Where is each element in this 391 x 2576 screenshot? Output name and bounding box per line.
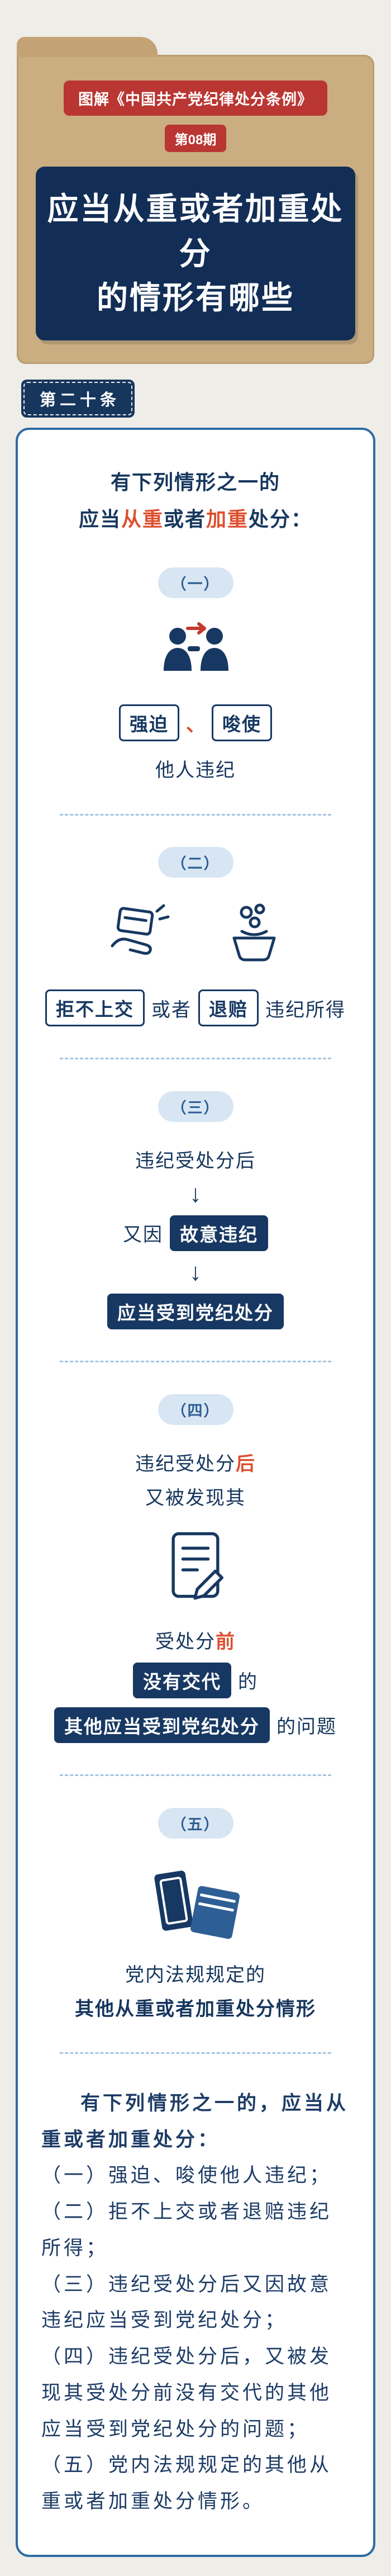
main-title: 应当从重或者加重处分 的情形有哪些: [36, 167, 355, 340]
item-one-tag-2: 唆使: [212, 704, 272, 742]
article-row: 第二十条: [0, 364, 391, 418]
header: 图解《中国共产党纪律处分条例》 第08期 应当从重或者加重处分 的情形有哪些: [0, 0, 391, 364]
intro-section: 有下列情形之一的 应当从重或者加重处分：: [41, 462, 350, 536]
item-two-mid: 或者: [151, 999, 192, 1021]
intro-line-2: 应当从重或者加重处分：: [79, 503, 312, 532]
section-divider-2: [60, 1058, 331, 1060]
content-card: 有下列情形之一的 应当从重或者加重处分： （一）: [16, 427, 375, 2557]
down-arrow-icon: ↓: [189, 1258, 202, 1286]
summary-title: 有下列情形之一的，应当从重或者加重处分：: [41, 2092, 349, 2151]
item-four-icon-wrap: [162, 1529, 229, 1607]
item-one-tags: 强迫 、 唆使: [119, 704, 272, 742]
intro-prefix: 应当: [78, 507, 121, 531]
intro-highlight-1: 从重: [121, 507, 164, 531]
item-three-step-1: 违纪受处分后: [135, 1150, 256, 1172]
issue-badge: 第08期: [164, 125, 227, 152]
summary-item-3: （三）违纪受处分后又因故意违纪应当受到党纪处分；: [41, 2273, 332, 2332]
folder: 图解《中国共产党纪律处分条例》 第08期 应当从重或者加重处分 的情形有哪些: [17, 37, 374, 364]
item-four-line-3-prefix: 受处分: [155, 1631, 216, 1652]
item-three-step-3-tag: 应当受到党纪处分: [107, 1293, 284, 1329]
item-two-badge: （二）: [158, 847, 233, 878]
item-four-line-1-highlight: 后: [236, 1453, 256, 1475]
people-coerce-icon: [164, 622, 228, 671]
section-divider-5: [60, 2052, 331, 2054]
return-money-icon: [232, 903, 276, 962]
item-one-badge: （一）: [158, 567, 233, 599]
item-three-step-2-tag: 故意违纪: [170, 1215, 268, 1251]
intro-suffix: 处分：: [249, 507, 313, 531]
item-four-line-1-prefix: 违纪受处分: [135, 1453, 236, 1475]
item-one-tag-1: 强迫: [119, 704, 179, 742]
main-title-line-2: 的情形有哪些: [97, 280, 294, 316]
item-two-tag-2: 退赔: [198, 989, 259, 1026]
item-two-section: （二）: [41, 847, 350, 1026]
summary-item-1: （一）强迫、唆使他人违纪；: [41, 2165, 332, 2187]
summary-item-5: （五）党内法规规定的其他从重或者加重处分情形。: [41, 2454, 332, 2513]
item-four-line-4: 没有交代 的: [133, 1662, 258, 1698]
item-two-tag-1: 拒不上交: [45, 989, 145, 1026]
summary-section: 有下列情形之一的，应当从重或者加重处分： （一）强迫、唆使他人违纪； （二）拒不…: [41, 2086, 350, 2520]
item-one-section: （一） 强迫 、: [41, 567, 350, 782]
item-four-line-3: 受处分前: [155, 1626, 236, 1654]
section-divider-3: [60, 1361, 331, 1363]
item-one-icons: [151, 622, 240, 683]
summary-item-2: （二）拒不上交或者退赔违纪所得；: [41, 2201, 332, 2259]
item-five-line-2: 其他从重或者加重处分情形: [75, 1998, 316, 2020]
document-pen-icon: [171, 1532, 224, 1600]
item-one-text: 他人违纪: [155, 760, 236, 782]
item-two-tags: 拒不上交 或者 退赔 违纪所得: [45, 989, 346, 1026]
item-three-step-2: 又因 故意违纪: [123, 1215, 268, 1251]
item-three-section: （三） 违纪受处分后 ↓ 又因 故意违纪 ↓ 应当受到党纪处分: [41, 1091, 350, 1329]
main-title-line-1: 应当从重或者加重处分: [47, 191, 344, 271]
intro-mid: 或者: [163, 507, 206, 531]
refuse-hand-over-icon: [111, 904, 170, 955]
item-four-line-4-suffix: 的: [238, 1671, 258, 1693]
item-four-line-4-tag: 没有交代: [133, 1662, 231, 1698]
books-icon: [154, 1871, 240, 1939]
item-four-line-3-highlight: 前: [216, 1631, 236, 1652]
item-three-step-2-prefix: 又因: [123, 1224, 163, 1246]
folder-tab: [17, 37, 158, 57]
item-four-section: （四） 违纪受处分后 又被发现其 受处分前 没有交代 的: [41, 1394, 350, 1743]
item-four-line-5-tag: 其他应当受到党纪处分: [54, 1707, 270, 1743]
summary-item-4: （四）违纪受处分后，又被发现其受处分前没有交代的其他应当受到党纪处分的问题；: [41, 2346, 332, 2440]
item-three-badge: （三）: [158, 1091, 233, 1122]
item-four-line-1: 违纪受处分后: [135, 1448, 256, 1476]
section-divider-4: [60, 1774, 331, 1777]
item-two-suffix: 违纪所得: [265, 999, 346, 1021]
item-one-comma: 、: [186, 714, 205, 736]
section-divider-1: [60, 813, 331, 816]
item-four-line-5-suffix: 的问题: [276, 1716, 337, 1738]
article-label: 第二十条: [23, 381, 133, 415]
item-five-section: （五） 党内法规规定的 其他从重或者加重处分情形: [41, 1807, 350, 2021]
intro-line-1: 有下列情形之一的: [110, 470, 280, 494]
item-five-badge: （五）: [158, 1807, 233, 1839]
item-two-icons: [103, 901, 288, 968]
article-badge: 第二十条: [21, 379, 135, 418]
down-arrow-icon: ↓: [189, 1180, 202, 1208]
item-five-icon-wrap: [142, 1862, 249, 1946]
item-four-badge: （四）: [158, 1394, 233, 1425]
series-badge: 图解《中国共产党纪律处分条例》: [64, 80, 327, 116]
intro-highlight-2: 加重: [206, 507, 249, 531]
item-four-line-5: 其他应当受到党纪处分 的问题: [54, 1707, 337, 1743]
item-four-line-2: 又被发现其: [145, 1487, 246, 1509]
item-five-line-1: 党内法规规定的: [125, 1964, 266, 1986]
